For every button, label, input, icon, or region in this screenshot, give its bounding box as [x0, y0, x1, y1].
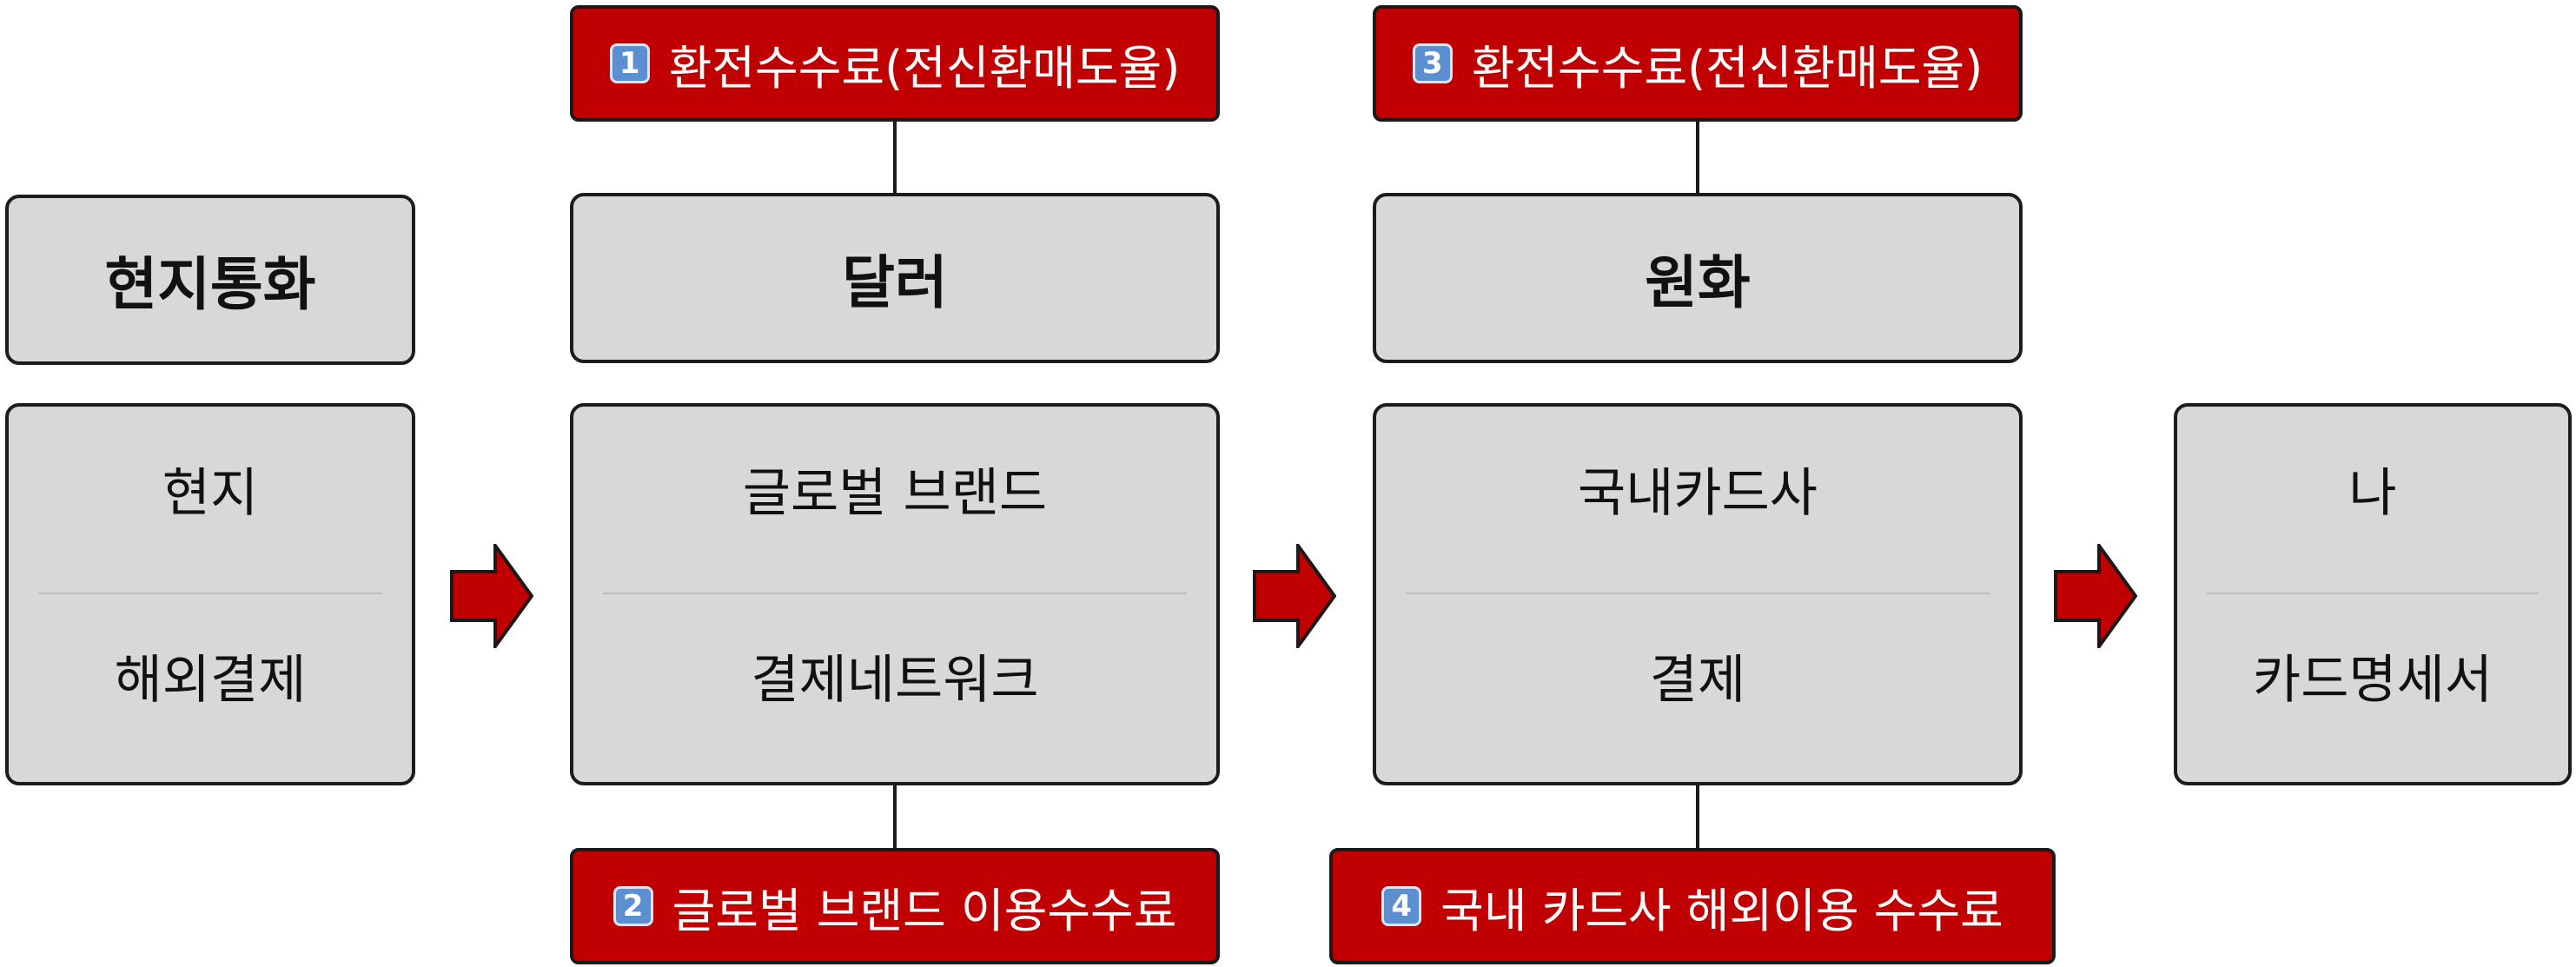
- divider: [38, 593, 382, 594]
- me-statement-box: 나 카드명세서: [2174, 403, 2572, 785]
- connector-line: [893, 784, 897, 850]
- number-badge-icon: 1: [609, 43, 650, 83]
- fee-label: 환전수수료(전신환매도율): [1471, 40, 1983, 96]
- number-badge-icon: 3: [1412, 43, 1453, 83]
- fee-box-4: 4 국내 카드사 해외이용 수수료: [1329, 848, 2056, 964]
- domestic-card-bottom-text: 결제: [1649, 650, 1746, 711]
- connector-line: [893, 122, 897, 195]
- fee-label: 국내 카드사 해외이용 수수료: [1440, 883, 2003, 938]
- won-label: 원화: [1645, 249, 1751, 316]
- dollar-header: 달러: [570, 193, 1220, 363]
- dollar-label: 달러: [842, 249, 948, 316]
- global-brand-box: 글로벌 브랜드 결제네트워크: [570, 403, 1220, 785]
- fee-box-1: 1 환전수수료(전신환매도율): [570, 5, 1220, 122]
- local-payment-bottom-text: 해외결제: [114, 650, 307, 711]
- domestic-card-box: 국내카드사 결제: [1373, 403, 2023, 785]
- right-arrow-icon: [450, 544, 533, 648]
- divider: [1406, 593, 1990, 594]
- global-brand-top-text: 글로벌 브랜드: [742, 463, 1048, 524]
- me-bottom-text: 카드명세서: [2253, 650, 2493, 711]
- local-currency-label: 현지통화: [104, 251, 316, 318]
- domestic-card-top-text: 국내카드사: [1578, 463, 1818, 524]
- fee-box-3: 3 환전수수료(전신환매도율): [1373, 5, 2023, 122]
- number-badge-icon: 2: [613, 886, 653, 926]
- local-currency-header: 현지통화: [5, 195, 415, 365]
- right-arrow-icon: [1253, 544, 1336, 648]
- divider: [603, 593, 1187, 594]
- global-brand-bottom-text: 결제네트워크: [751, 650, 1039, 711]
- won-header: 원화: [1373, 193, 2023, 363]
- fee-label: 환전수수료(전신환매도율): [668, 40, 1181, 96]
- connector-line: [1696, 122, 1699, 195]
- local-payment-top-text: 현지: [162, 463, 259, 524]
- number-badge-icon: 4: [1381, 886, 1422, 926]
- fee-label: 글로벌 브랜드 이용수수료: [672, 883, 1177, 938]
- fee-box-2: 2 글로벌 브랜드 이용수수료: [570, 848, 1220, 964]
- local-payment-box: 현지 해외결제: [5, 403, 415, 785]
- connector-line: [1696, 784, 1699, 850]
- me-top-text: 나: [2348, 463, 2397, 524]
- right-arrow-icon: [2054, 544, 2137, 648]
- divider: [2207, 593, 2539, 594]
